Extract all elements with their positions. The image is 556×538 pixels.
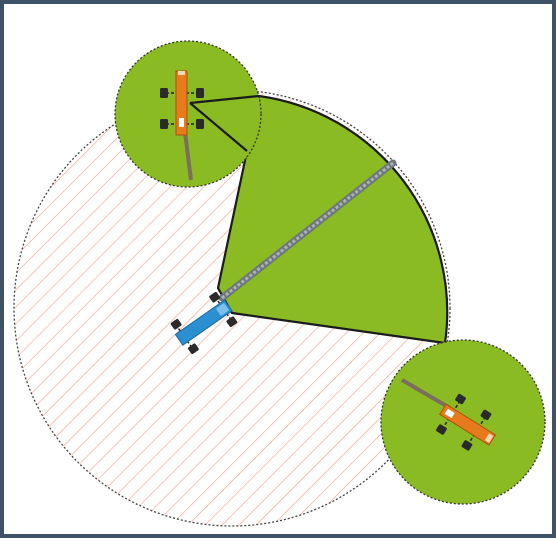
- outrigger-pad: [480, 409, 492, 421]
- bottom-crane-boom: [400, 378, 452, 410]
- outrigger-pad: [461, 440, 473, 451]
- outrigger-pad: [160, 119, 168, 129]
- outrigger-pad: [226, 316, 238, 328]
- outrigger-pad: [209, 291, 221, 303]
- outrigger-pad: [196, 88, 204, 98]
- outrigger-pad: [196, 119, 204, 129]
- outrigger-pad: [187, 343, 199, 355]
- outrigger-pad: [436, 424, 447, 435]
- left-crane-reach-circle: [114, 40, 262, 188]
- orange-crane-top: [160, 70, 204, 181]
- orange-crane-bottom: [400, 378, 497, 451]
- outrigger-pad: [170, 318, 182, 330]
- working-sector: [216, 94, 449, 345]
- outrigger-pad: [160, 88, 168, 98]
- blue-crane-center: [170, 291, 238, 355]
- left-connector-lines: [189, 94, 260, 152]
- center-boom: [218, 159, 397, 302]
- outrigger-pad: [455, 393, 466, 405]
